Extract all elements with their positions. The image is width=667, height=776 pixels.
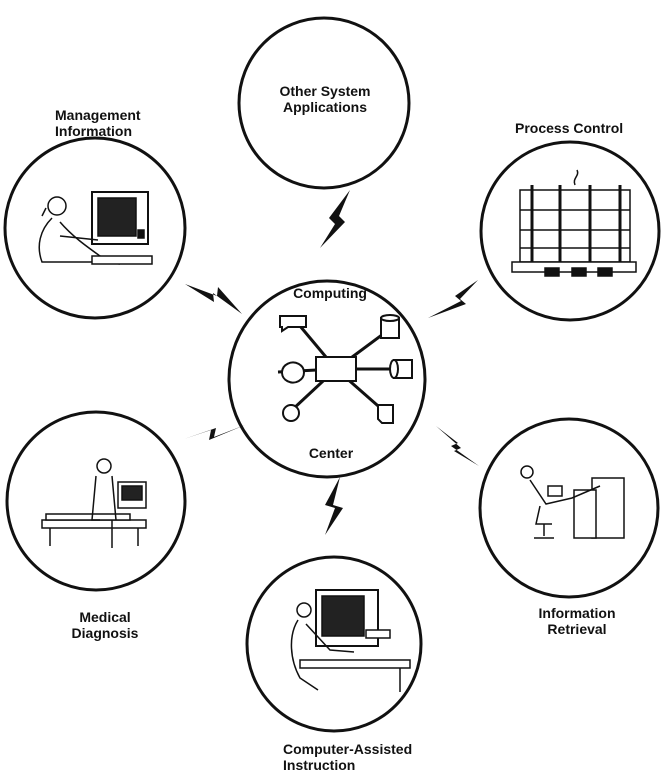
label-retrieval-line2: Retrieval [547, 621, 607, 637]
process-control-illustration [511, 169, 637, 277]
lightning-bolt-icon [184, 425, 245, 440]
lightning-bolt-icon [320, 190, 350, 248]
lightning-bolt-icon [185, 284, 242, 314]
cpu-box [315, 356, 357, 382]
circle-medical [5, 410, 187, 592]
cai-illustration [290, 589, 411, 692]
label-computing: Computing [293, 285, 367, 301]
terminal-icon [279, 315, 307, 333]
label-management: Management Information [55, 107, 185, 139]
card-reader-icon [281, 361, 305, 384]
label-management-line2: Information [55, 123, 132, 139]
label-medical-line1: Medical [79, 609, 131, 625]
label-cai-line2: Instruction [283, 757, 356, 773]
label-medical-line2: Diagnosis [71, 625, 139, 641]
management-illustration [38, 191, 153, 265]
document-icon [377, 404, 394, 424]
label-other-system: Other System Applications [258, 83, 392, 115]
label-other-system-line1: Other System [279, 83, 371, 99]
circle-information-retrieval [478, 417, 660, 599]
printer-icon [282, 404, 300, 422]
circle-other-system [237, 16, 411, 190]
retrieval-illustration [520, 465, 625, 539]
label-retrieval-line1: Information [538, 605, 616, 621]
label-cai-line1: Computer-Assisted [283, 741, 413, 757]
label-medical: Medical Diagnosis [60, 609, 150, 641]
label-process-control-line1: Process Control [515, 120, 624, 136]
label-information-retrieval: Information Retrieval [522, 605, 632, 637]
label-management-line1: Management [55, 107, 141, 123]
medical-illustration [41, 458, 147, 548]
label-other-system-line2: Applications [282, 99, 367, 115]
lightning-bolt-icon [325, 477, 343, 535]
label-cai: Computer-Assisted Instruction [283, 741, 453, 773]
lightning-bolt-icon [428, 280, 478, 318]
computing-center-graphic [277, 314, 413, 424]
label-center: Center [308, 445, 354, 461]
label-process-control: Process Control [515, 120, 655, 136]
tape-icon [389, 359, 413, 379]
disk-icon [380, 314, 400, 339]
lightning-bolt-icon [436, 426, 479, 466]
